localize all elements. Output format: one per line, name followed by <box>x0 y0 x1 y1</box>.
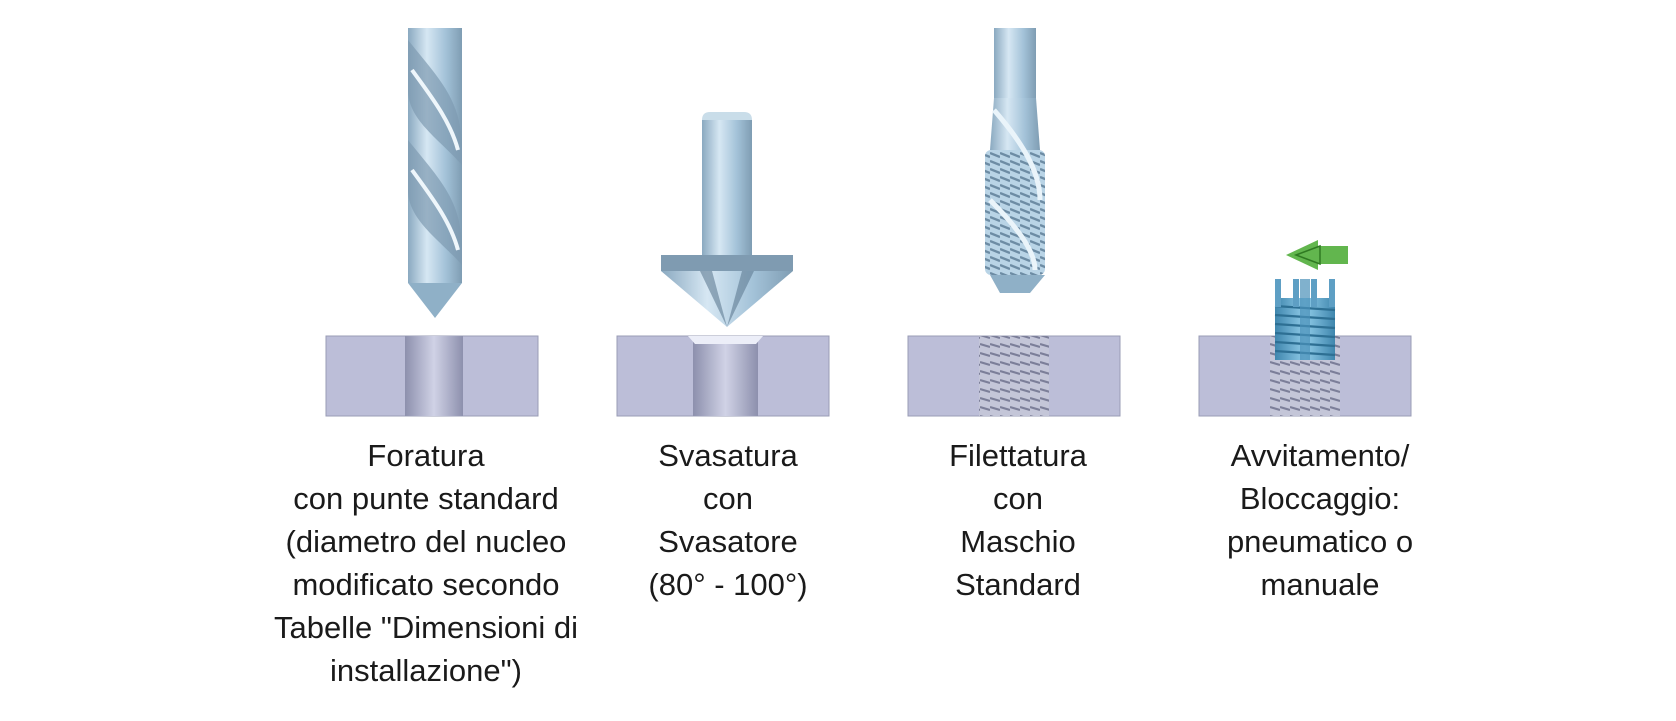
workpiece-countersunk <box>616 335 830 417</box>
caption-line: (80° - 100°) <box>648 567 808 602</box>
countersinking-step-illustration <box>616 112 830 417</box>
caption-line: installazione") <box>330 653 522 688</box>
insertion-step-illustration <box>1198 240 1412 417</box>
drilling-caption: Foratura con punte standard (diametro de… <box>246 434 606 692</box>
caption-line: Filettatura <box>949 438 1087 473</box>
caption-line: Maschio <box>960 524 1076 559</box>
countersinking-caption: Svasatura con Svasatore (80° - 100°) <box>548 434 908 606</box>
caption-line: manuale <box>1260 567 1380 602</box>
tapping-caption: Filettatura con Maschio Standard <box>838 434 1198 606</box>
caption-line: (diametro del nucleo <box>285 524 567 559</box>
caption-line: Avvitamento/ <box>1230 438 1410 473</box>
countersink-icon <box>661 112 793 327</box>
drilling-step-illustration <box>325 28 539 417</box>
caption-line: modificato secondo <box>292 567 560 602</box>
caption-line: Svasatore <box>658 524 798 559</box>
caption-line: con <box>993 481 1043 516</box>
insertion-caption: Avvitamento/ Bloccaggio: pneumatico o ma… <box>1140 434 1500 606</box>
left-arrow-icon <box>1286 240 1348 270</box>
caption-line: pneumatico o <box>1226 524 1414 559</box>
caption-line: con <box>703 481 753 516</box>
workpiece-tapped <box>907 335 1121 417</box>
caption-line: Tabelle "Dimensioni di <box>274 610 578 645</box>
workpiece-drilled <box>325 335 539 417</box>
tap-icon <box>985 28 1045 293</box>
caption-line: Foratura <box>367 438 485 473</box>
thread-insert-icon <box>1274 279 1336 360</box>
caption-line: Standard <box>955 567 1081 602</box>
caption-line: con punte standard <box>293 481 559 516</box>
caption-line: Svasatura <box>658 438 798 473</box>
caption-line: Bloccaggio: <box>1239 481 1401 516</box>
twist-drill-icon <box>408 28 462 318</box>
tapping-step-illustration <box>907 28 1121 417</box>
